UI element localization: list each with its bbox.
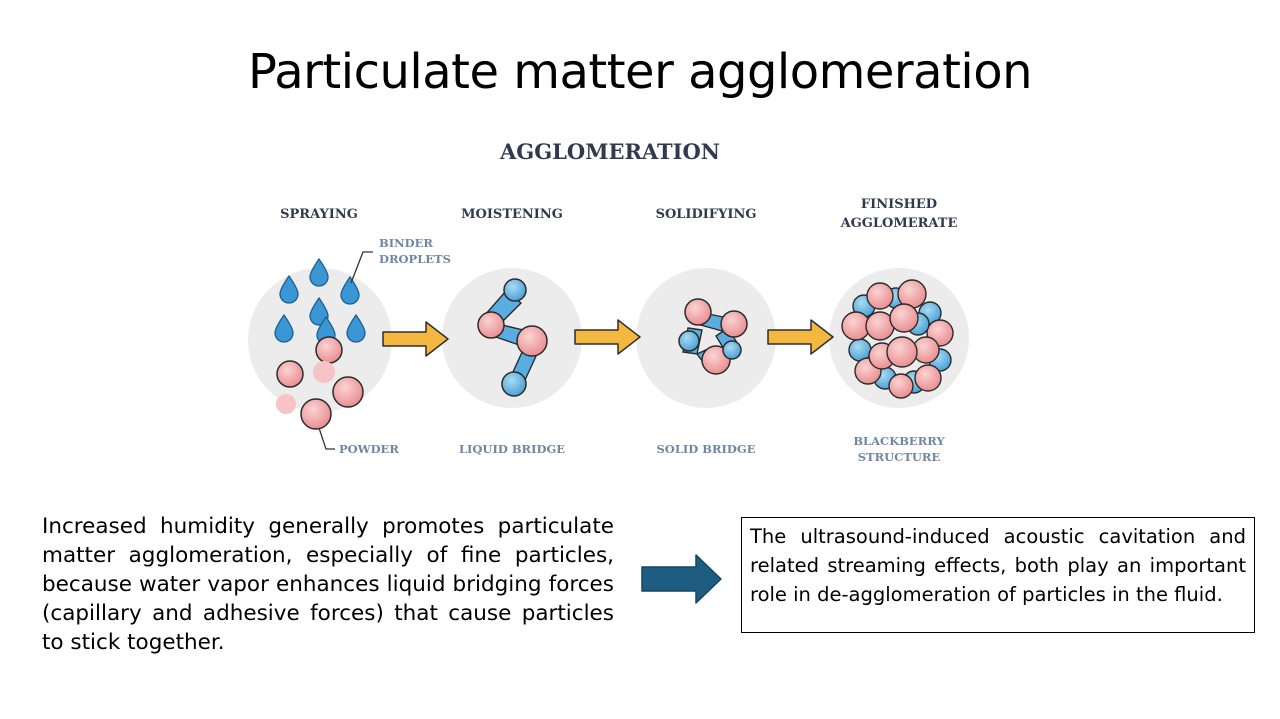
liquid-bridge-label: LIQUID BRIDGE [459, 442, 565, 456]
particle [684, 298, 712, 326]
bridge-particle [501, 371, 527, 397]
particle [300, 398, 332, 430]
particle [276, 360, 304, 388]
step-title-solidifying: SOLIDIFYING [656, 207, 757, 222]
diagram-heading: AGGLOMERATION [499, 139, 720, 164]
right-arrow-icon [574, 319, 641, 355]
particle [866, 282, 894, 310]
ultrasound-note-box: The ultrasound-induced acoustic cavitati… [741, 517, 1255, 633]
droplet-icon [309, 257, 329, 287]
blackberry-cluster [841, 279, 954, 399]
powder-label: POWDER [339, 442, 399, 456]
solidifying-circle [636, 268, 776, 408]
binder-callout-line [350, 251, 373, 284]
droplet-icon [309, 296, 329, 326]
droplet-icon [340, 275, 360, 305]
humidity-paragraph: Increased humidity generally promotes pa… [42, 514, 614, 655]
bridge-particle [722, 340, 742, 360]
agglomeration-diagram: AGGLOMERATION SPRAYING MOISTENING SOLIDI… [240, 128, 1020, 478]
droplet-icon [346, 313, 366, 343]
particle [315, 336, 343, 364]
blackberry-label: BLACKBERRY [853, 434, 945, 448]
structure-label: STRUCTURE [858, 450, 941, 464]
particle [914, 364, 942, 392]
particle-faded [313, 361, 335, 383]
step-title-finished: FINISHED [861, 197, 937, 212]
bridge-particle [503, 278, 527, 302]
right-arrow-icon [767, 319, 834, 355]
slide-title: Particulate matter agglomeration [247, 44, 1033, 100]
right-arrow-icon [382, 321, 449, 357]
particle [886, 336, 918, 368]
bridge-particle [678, 330, 700, 352]
particle [516, 325, 548, 357]
droplet-icon [274, 313, 294, 343]
binder-label-line1: BINDER [379, 236, 433, 250]
particle [889, 303, 919, 333]
step-title-agglomerate: AGGLOMERATE [840, 216, 958, 231]
binder-label-line2: DROPLETS [379, 252, 451, 266]
liquid-bridge-chain [477, 278, 548, 397]
step-title-spraying: SPRAYING [280, 207, 358, 222]
droplet-icon [279, 274, 299, 304]
particle [477, 311, 505, 339]
solid-bridge-label: SOLID BRIDGE [657, 442, 756, 456]
solid-bridge-ring [678, 298, 748, 375]
particle [332, 376, 364, 408]
particle-faded [276, 394, 296, 414]
right-arrow-icon [641, 553, 723, 610]
particle [888, 373, 914, 399]
powder-particles [276, 336, 364, 430]
step-title-moistening: MOISTENING [461, 207, 563, 222]
step-arrows [382, 319, 834, 357]
binder-droplets [274, 257, 366, 345]
particle [720, 310, 748, 338]
powder-callout-line [318, 427, 335, 450]
